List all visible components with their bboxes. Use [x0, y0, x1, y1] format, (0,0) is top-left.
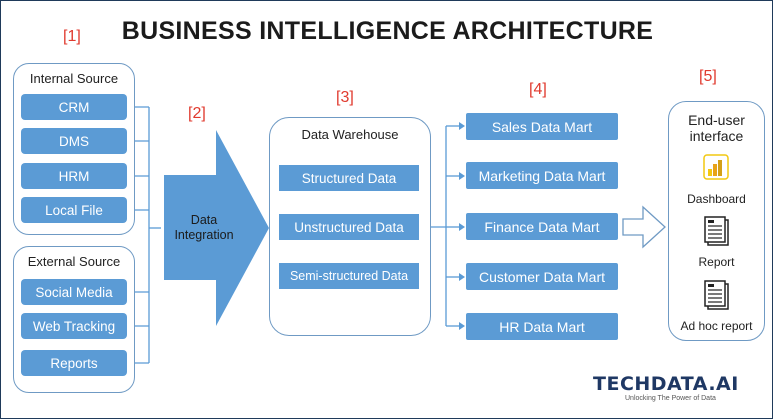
data-integration-label: Data Integration	[169, 213, 239, 243]
unstructured-data-box: Unstructured Data	[279, 214, 419, 240]
data-warehouse-title: Data Warehouse	[301, 127, 399, 142]
end-user-arrow	[622, 205, 666, 249]
report-icon	[704, 216, 729, 246]
internal-source-title: Internal Source	[29, 71, 119, 86]
data-integration-line1: Data	[190, 213, 218, 227]
customer-data-mart: Customer Data Mart	[466, 263, 618, 290]
source-dms: DMS	[21, 128, 127, 154]
source-social-media: Social Media	[21, 279, 127, 305]
diagram-title: BUSINESS INTELLIGENCE ARCHITECTURE	[121, 17, 654, 45]
dashboard-icon	[703, 154, 729, 180]
step-label-3: [3]	[336, 89, 354, 106]
step-label-4: [4]	[529, 81, 547, 98]
mart-connectors	[429, 125, 459, 327]
source-crm: CRM	[21, 94, 127, 120]
mart-arrowheads	[459, 122, 465, 330]
dashboard-label: Dashboard	[687, 192, 746, 206]
ad-hoc-report-label: Ad hoc report	[680, 319, 753, 333]
report-label: Report	[698, 255, 735, 269]
ad-hoc-report-icon	[704, 280, 729, 310]
step-label-1: [1]	[63, 28, 81, 45]
step-label-2: [2]	[188, 105, 206, 122]
step-label-5: [5]	[699, 68, 717, 85]
brand-logo: TECHDATA.AI Unlocking The Power of Data	[593, 374, 763, 403]
sales-data-mart: Sales Data Mart	[466, 113, 618, 140]
marketing-data-mart: Marketing Data Mart	[466, 162, 618, 189]
source-hrm: HRM	[21, 163, 127, 189]
data-integration-line2: Integration	[174, 228, 234, 242]
brand-logo-text: TECHDATA.AI	[593, 373, 739, 395]
source-web-tracking: Web Tracking	[21, 313, 127, 339]
source-reports: Reports	[21, 350, 127, 376]
source-local-file: Local File	[21, 197, 127, 223]
hr-data-mart: HR Data Mart	[466, 313, 618, 340]
semi-structured-data-box: Semi-structured Data	[279, 263, 419, 289]
external-source-title: External Source	[27, 254, 121, 269]
finance-data-mart: Finance Data Mart	[466, 213, 618, 240]
end-user-title-line1: End-user	[688, 112, 745, 128]
brand-tagline: Unlocking The Power of Data	[625, 395, 716, 402]
structured-data-box: Structured Data	[279, 165, 419, 191]
end-user-title: End-user interface	[668, 112, 765, 144]
end-user-title-line2: interface	[689, 128, 744, 144]
data-integration-arrow	[164, 130, 269, 326]
